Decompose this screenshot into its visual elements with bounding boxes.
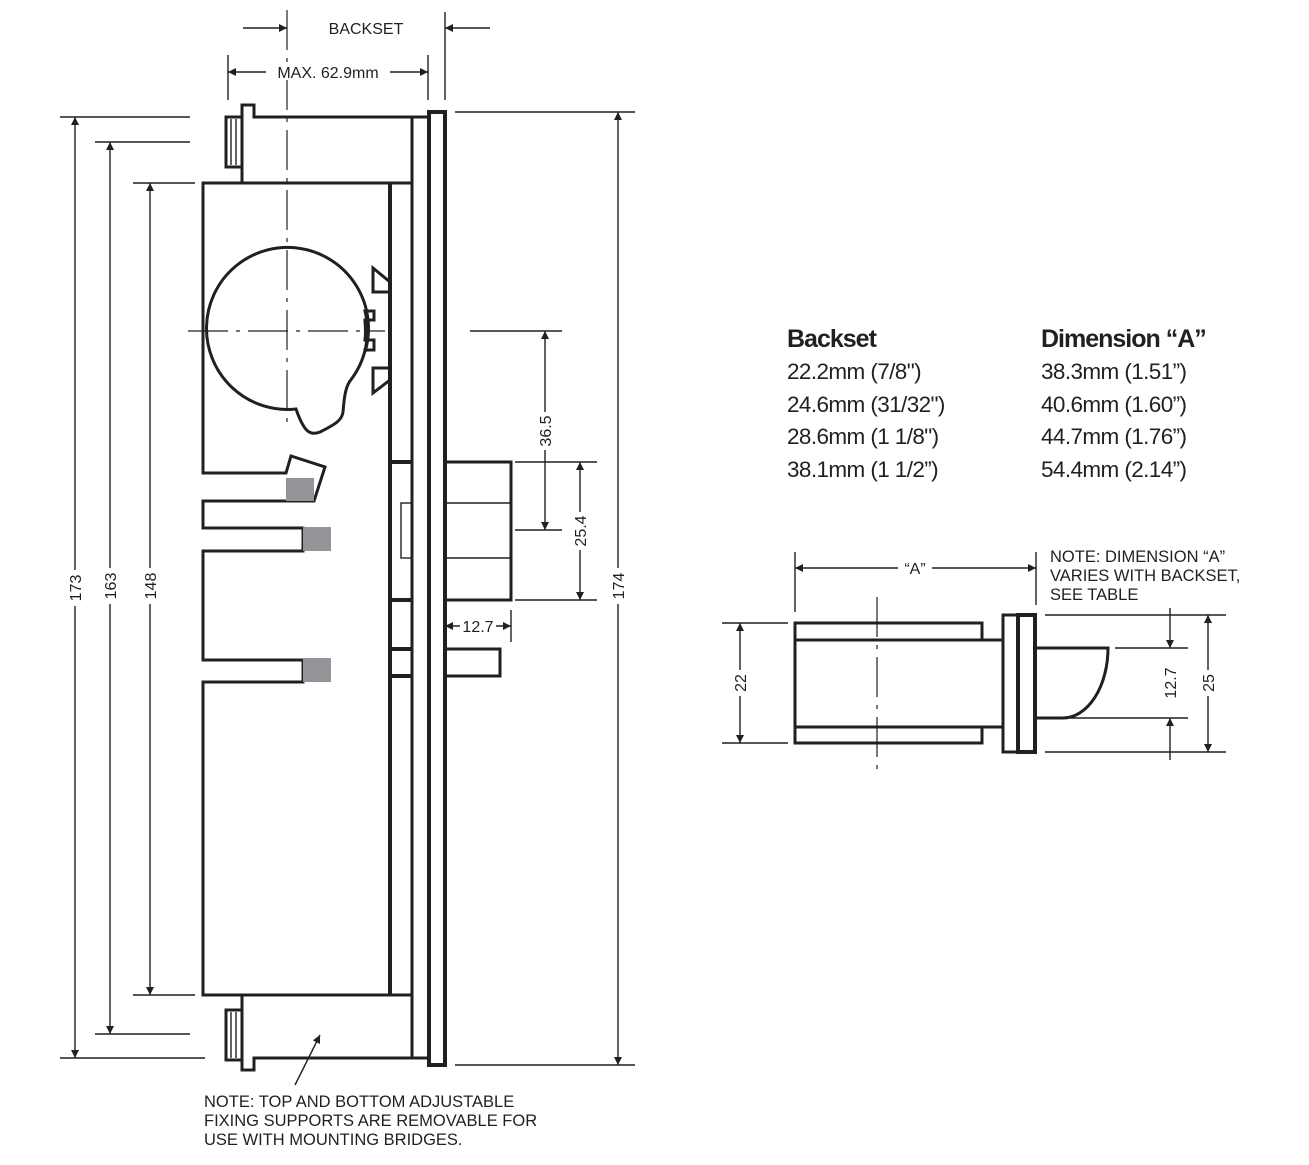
backset-label: BACKSET	[329, 21, 404, 38]
dim-25-4: 25.4	[573, 515, 590, 546]
svg-text:54.4mm (2.14”): 54.4mm (2.14”)	[1041, 457, 1187, 482]
dim-163: 163	[103, 573, 120, 600]
bottom-fixing-support	[224, 995, 428, 1072]
faceplate	[427, 110, 447, 1067]
dim-25: 25	[1201, 674, 1218, 692]
table-header-backset: Backset	[787, 325, 878, 353]
dimension-lines: BACKSET MAX. 62.9mm 173 163 148 174 36.5	[60, 12, 635, 1086]
table-header-dimension-a: Dimension “A”	[1041, 325, 1206, 353]
dim-22: 22	[733, 674, 750, 692]
svg-text:NOTE: TOP AND BOTTOM ADJUSTABL: NOTE: TOP AND BOTTOM ADJUSTABLE	[204, 1093, 514, 1111]
svg-text:FIXING SUPPORTS ARE REMOVABLE: FIXING SUPPORTS ARE REMOVABLE FOR	[204, 1112, 537, 1130]
cylinder-body	[793, 638, 1005, 729]
dim-36-5: 36.5	[538, 415, 555, 446]
dim-12-7: 12.7	[462, 619, 493, 636]
svg-text:22.2mm (7/8"): 22.2mm (7/8")	[787, 359, 921, 384]
cylinder-note: NOTE: DIMENSION “A”	[1050, 548, 1225, 566]
mortice-lock-side-view	[188, 10, 513, 1072]
svg-text:24.6mm (31/32"): 24.6mm (31/32")	[787, 392, 945, 417]
svg-text:44.7mm (1.76”): 44.7mm (1.76”)	[1041, 424, 1187, 449]
cylinder-flange	[793, 725, 984, 745]
note-leader-arrow	[294, 1034, 321, 1086]
lever-block	[286, 478, 314, 501]
latch-bolt	[443, 460, 513, 602]
svg-text:38.1mm (1 1/2”): 38.1mm (1 1/2”)	[787, 457, 938, 482]
svg-text:28.6mm (1 1/8"): 28.6mm (1 1/8")	[787, 424, 939, 449]
backset-dimension-table: Backset Dimension “A” 22.2mm (7/8") 38.3…	[787, 325, 1207, 482]
svg-text:SEE TABLE: SEE TABLE	[1050, 586, 1138, 604]
dim-a-label: “A”	[904, 561, 925, 578]
lever-block	[303, 527, 331, 551]
bottom-note: NOTE: TOP AND BOTTOM ADJUSTABLE FIXING S…	[204, 1093, 537, 1149]
dim-148: 148	[143, 573, 160, 600]
stop-tab	[371, 264, 392, 294]
stop-tab	[371, 366, 392, 397]
cylinder-detail: “A” 22 12.7 25 NOTE: DIMENSION “A” VARIE…	[722, 548, 1240, 770]
max-depth-label: MAX. 62.9mm	[277, 65, 378, 82]
cylinder-ring	[1016, 613, 1037, 754]
top-fixing-support	[224, 103, 428, 183]
cylinder-cam	[1035, 646, 1110, 720]
lever-block	[303, 658, 331, 682]
cylinder-flange	[793, 621, 984, 642]
svg-text:USE WITH MOUNTING BRIDGES.: USE WITH MOUNTING BRIDGES.	[204, 1131, 463, 1149]
svg-text:40.6mm (1.60”): 40.6mm (1.60”)	[1041, 392, 1187, 417]
dim-12-7-cam: 12.7	[1163, 667, 1180, 698]
case-outline	[201, 181, 412, 997]
deadlatch	[443, 647, 502, 678]
svg-text:VARIES WITH BACKSET,: VARIES WITH BACKSET,	[1050, 567, 1240, 585]
svg-text:38.3mm (1.51”): 38.3mm (1.51”)	[1041, 359, 1187, 384]
follower-hub	[205, 246, 376, 435]
dim-173: 173	[68, 575, 85, 602]
cylinder-ring	[1001, 613, 1020, 754]
dim-174: 174	[611, 573, 628, 600]
